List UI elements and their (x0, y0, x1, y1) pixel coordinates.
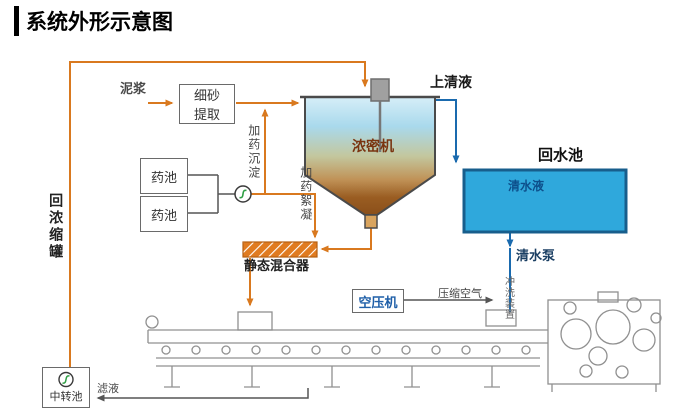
clear-water-label: 清水液 (508, 179, 545, 193)
return-water-pool-label: 回水池 (538, 147, 584, 164)
chemical-pool-box-1: 药池 (140, 158, 188, 194)
belt-filter-press (145, 291, 662, 392)
page-title: 系统外形示意图 (14, 6, 173, 36)
air-compressor-box: 空压机 (352, 289, 404, 313)
return-water-pool-tank (462, 168, 628, 234)
return-concentrate-line (69, 61, 369, 368)
chemical-pipelines (186, 174, 235, 214)
thickener-tank (300, 78, 440, 229)
return-concentrate-tank-label: 回浓缩罐 (48, 193, 65, 261)
transfer-pool-label: 中转池 (49, 391, 83, 403)
chemical-pool-label-2: 药池 (150, 207, 177, 223)
dosing-pump-icon (234, 185, 252, 203)
transfer-pump-icon (58, 371, 74, 388)
slurry-label: 泥浆 (120, 81, 147, 96)
static-mixer-body (242, 241, 318, 258)
static-mixer-label: 静态混合器 (244, 258, 310, 273)
clean-water-pump-label: 清水泵 (516, 248, 556, 263)
air-compressor-label: 空压机 (358, 294, 398, 310)
dosing-flocculation-line (251, 193, 319, 239)
flushing-device-label: 冲洗装置 (502, 276, 514, 320)
thickener-outlet (364, 214, 378, 229)
thickener-underflow-line (320, 228, 372, 253)
filtrate-label: 滤液 (97, 383, 119, 395)
press-wash-box (485, 309, 517, 327)
press-head-motor (597, 291, 619, 303)
filtrate-line (96, 388, 309, 402)
press-head-frame (547, 299, 661, 385)
water-pipelines (435, 99, 514, 312)
chemical-pool-label-1: 药池 (150, 169, 177, 185)
supernatant-line (435, 99, 460, 164)
thickener-motor (370, 78, 390, 102)
thickener-label: 浓密机 (352, 138, 394, 154)
slurry-pipelines (69, 61, 372, 368)
utility-lines (96, 296, 494, 402)
fine-sand-extraction-label: 细砂提取 (193, 88, 220, 122)
compressed-air-label: 压缩空气 (438, 288, 482, 300)
dosing-flocculation-label: 加药絮凝 (298, 166, 313, 222)
press-feed-hopper (237, 311, 273, 331)
transfer-pool-box: 中转池 (42, 367, 90, 408)
supernatant-label: 上清液 (430, 74, 472, 90)
chemical-pool-box-2: 药池 (140, 196, 188, 232)
fine-sand-extraction-box: 细砂提取 (179, 84, 235, 124)
dosing-sedimentation-label: 加药沉淀 (246, 124, 261, 180)
